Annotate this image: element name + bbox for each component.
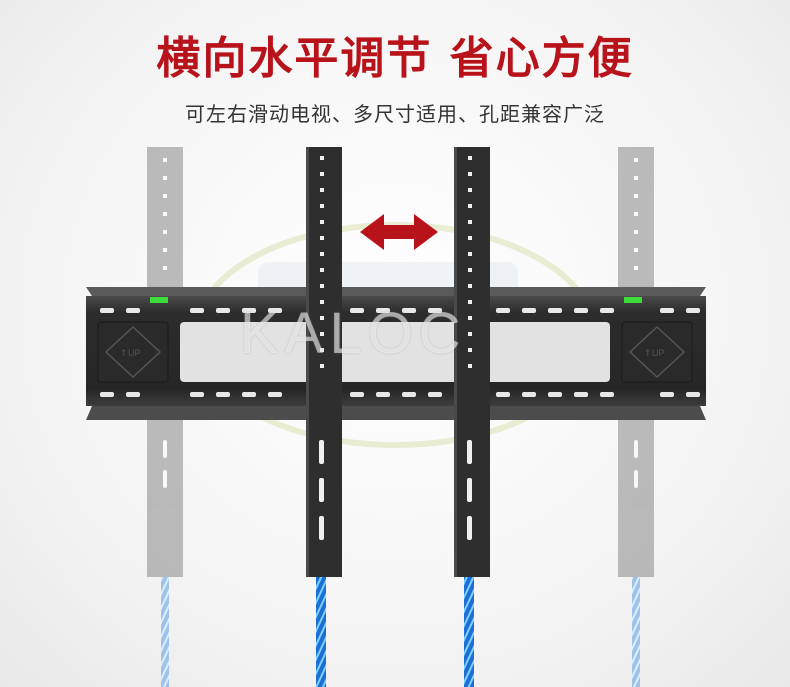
arrow-up-right-icon: ↑	[644, 349, 652, 359]
level-bubble-right	[624, 297, 642, 303]
safety-cable-left	[316, 577, 326, 687]
wall-plate	[86, 287, 706, 420]
up-marker-left: UP	[128, 348, 141, 358]
double-arrow-horizontal-icon	[360, 214, 438, 250]
safety-cable-right	[464, 577, 474, 687]
vertical-arm-right	[454, 147, 490, 577]
arrow-up-left-icon: ↑	[120, 349, 128, 359]
brand-watermark: KALOC	[240, 301, 467, 366]
vertical-arm-left	[306, 147, 342, 577]
ghost-cable-left	[161, 577, 169, 687]
page-subtitle: 可左右滑动电视、多尺寸适用、孔距兼容广泛	[185, 102, 605, 126]
page-title: 横向水平调节 省心方便	[156, 33, 634, 84]
ghost-cable-right	[632, 577, 640, 687]
level-bubble-left	[150, 297, 168, 303]
up-marker-right: UP	[652, 348, 665, 358]
